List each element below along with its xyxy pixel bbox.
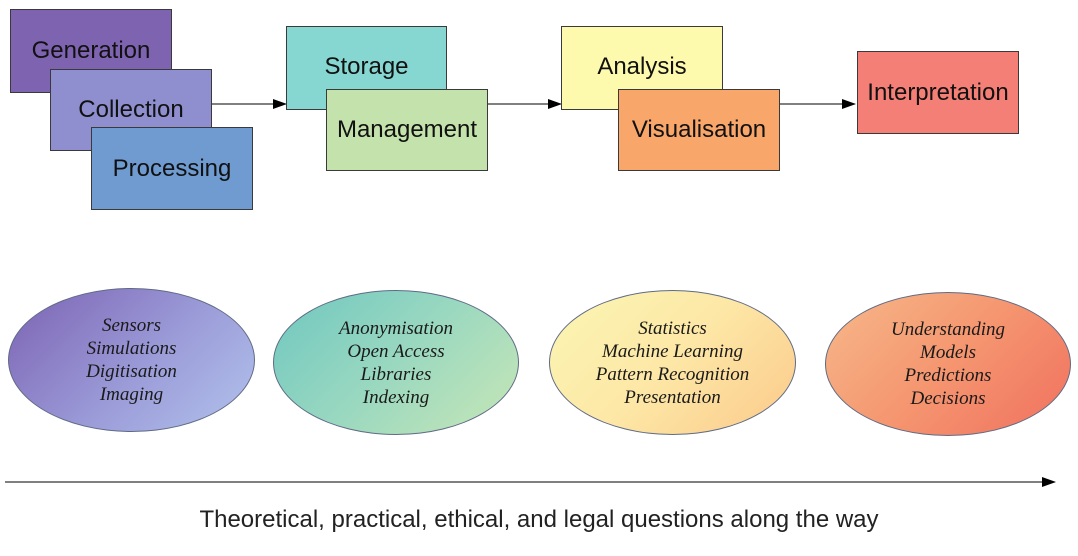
ellipse-item: Imaging: [99, 384, 164, 405]
ellipse-item: Anonymisation: [339, 317, 453, 339]
timeline-caption: Theoretical, practical, ethical, and leg…: [199, 506, 879, 533]
visualisation-box: Visualisation: [618, 89, 780, 171]
management-box: Management: [326, 89, 488, 171]
ellipse-item: Libraries: [360, 363, 432, 385]
ellipse-item: Models: [920, 342, 976, 363]
generation-label: Generation: [31, 37, 151, 64]
ellipse-item: Open Access: [347, 340, 445, 362]
storage-label: Storage: [324, 53, 409, 80]
ellipse-item: Decisions: [910, 388, 986, 409]
ellipse-data-interpretation: Understanding Models Predictions Decisio…: [825, 292, 1071, 436]
ellipse-item: Digitisation: [86, 361, 177, 382]
ellipse-item: Simulations: [86, 338, 177, 359]
processing-box: Processing: [91, 127, 253, 210]
ellipse-data-sources: Sensors Simulations Digitisation Imaging: [8, 288, 255, 432]
ellipse-item: Statistics: [638, 317, 707, 339]
analysis-label: Analysis: [597, 53, 687, 80]
ellipse-item: Presentation: [624, 386, 721, 408]
ellipse-item: Understanding: [891, 319, 1005, 340]
interpretation-label: Interpretation: [867, 79, 1009, 106]
ellipse-item: Sensors: [101, 315, 162, 336]
ellipse-item: Predictions: [904, 365, 992, 386]
management-label: Management: [336, 116, 478, 143]
visualisation-label: Visualisation: [631, 116, 767, 143]
ellipse-item: Machine Learning: [602, 340, 743, 362]
ellipse-item: Pattern Recognition: [595, 363, 750, 385]
collection-label: Collection: [78, 96, 184, 123]
processing-label: Processing: [112, 154, 232, 182]
ellipse-item: Indexing: [362, 386, 430, 408]
ellipse-data-analysis: Statistics Machine Learning Pattern Reco…: [549, 290, 796, 435]
interpretation-box: Interpretation: [857, 51, 1019, 134]
ellipse-data-curation: Anonymisation Open Access Libraries Inde…: [273, 290, 519, 435]
